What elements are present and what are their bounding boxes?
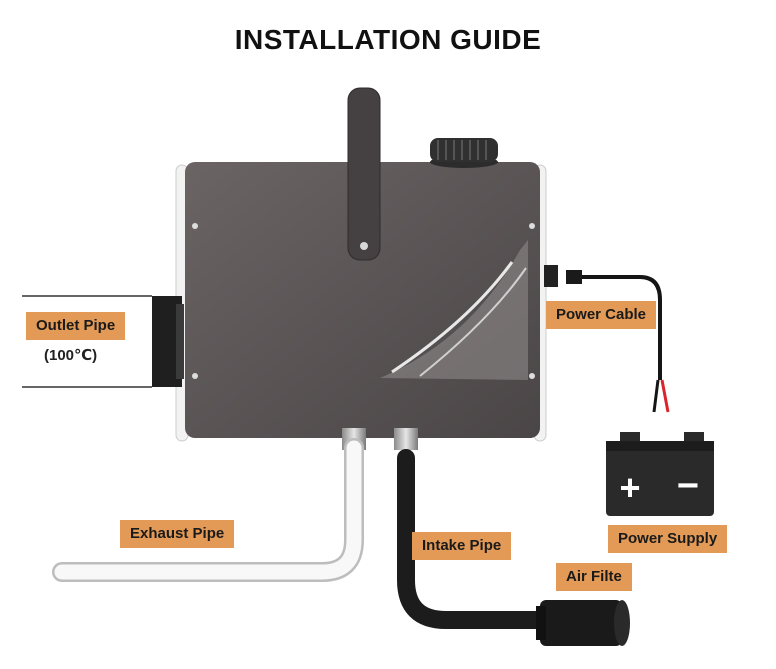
power-supply-label: Power Supply <box>608 525 728 553</box>
side-connector <box>544 265 558 287</box>
exhaust-pipe <box>52 438 364 582</box>
screw <box>529 373 535 379</box>
air-filter <box>536 600 630 646</box>
battery-minus-symbol: − <box>677 465 699 507</box>
intake-fitting <box>394 428 418 450</box>
screw <box>529 223 535 229</box>
battery-body <box>606 441 714 516</box>
power-cable-label: Power Cable <box>546 301 657 329</box>
power-cable <box>566 270 670 413</box>
battery-plus-symbol: + <box>619 467 640 508</box>
screw <box>192 223 198 229</box>
page-title: INSTALLATION GUIDE <box>234 24 542 55</box>
heater-handle <box>347 87 381 261</box>
heater-knob <box>430 138 498 162</box>
heater-unit <box>152 87 558 450</box>
air-filter-label: Air Filte <box>556 563 632 591</box>
outlet-guide-lines <box>22 295 152 388</box>
screw <box>192 373 198 379</box>
intake-pipe <box>397 449 554 629</box>
intake-pipe-label: Intake Pipe <box>412 532 512 560</box>
battery: + − <box>606 432 714 516</box>
outlet-temp-note: (100℃) <box>44 347 98 364</box>
exhaust-pipe-label: Exhaust Pipe <box>120 520 235 548</box>
heater-swoosh <box>380 240 528 380</box>
outlet-pipe-label: Outlet Pipe <box>26 312 126 340</box>
